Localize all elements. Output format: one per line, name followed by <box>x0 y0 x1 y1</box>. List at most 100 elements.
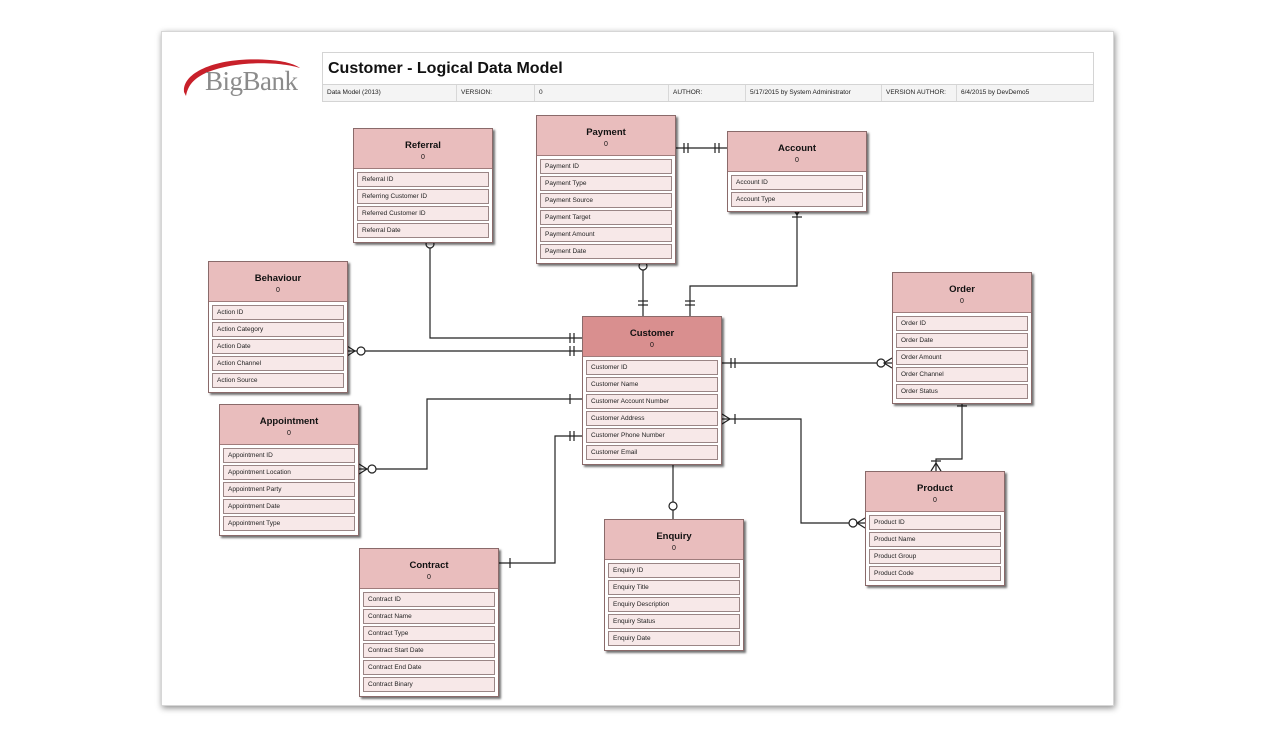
attribute-row[interactable]: Payment Date <box>540 244 672 259</box>
attribute-row[interactable]: Order ID <box>896 316 1028 331</box>
attribute-row[interactable]: Action ID <box>212 305 344 320</box>
meta-version-label: VERSION: <box>457 85 535 101</box>
attribute-row[interactable]: Contract End Date <box>363 660 495 675</box>
entity-count: 0 <box>287 430 291 437</box>
attribute-row[interactable]: Enquiry Description <box>608 597 740 612</box>
attribute-row[interactable]: Payment Source <box>540 193 672 208</box>
attribute-row[interactable]: Contract ID <box>363 592 495 607</box>
attribute-row[interactable]: Account Type <box>731 192 863 207</box>
attribute-row[interactable]: Action Category <box>212 322 344 337</box>
attribute-row[interactable]: Customer Email <box>586 445 718 460</box>
entity-header: Account 0 <box>728 132 866 172</box>
crows-foot <box>346 345 357 357</box>
entity-name: Appointment <box>259 416 319 427</box>
entity-count: 0 <box>421 154 425 161</box>
attribute-row[interactable]: Product Code <box>869 566 1001 581</box>
attribute-row[interactable]: Contract Name <box>363 609 495 624</box>
entity-name: Account <box>778 143 816 154</box>
attribute-row[interactable]: Product Group <box>869 549 1001 564</box>
attribute-row[interactable]: Appointment Date <box>223 499 355 514</box>
entity-count: 0 <box>650 342 654 349</box>
attribute-row[interactable]: Contract Start Date <box>363 643 495 658</box>
attribute-row[interactable]: Product Name <box>869 532 1001 547</box>
attribute-row[interactable]: Contract Binary <box>363 677 495 692</box>
meta-author-label: AUTHOR: <box>669 85 746 101</box>
attribute-row[interactable]: Product ID <box>869 515 1001 530</box>
entity-count: 0 <box>933 497 937 504</box>
attribute-row[interactable]: Customer Name <box>586 377 718 392</box>
attribute-row[interactable]: Referral ID <box>357 172 489 187</box>
bigbank-logo-swoosh <box>183 59 300 96</box>
attribute-row[interactable]: Action Source <box>212 373 344 388</box>
entity-count: 0 <box>672 545 676 552</box>
attribute-row[interactable]: Payment ID <box>540 159 672 174</box>
attribute-row[interactable]: Payment Target <box>540 210 672 225</box>
entity-name: Order <box>949 284 975 295</box>
attribute-row[interactable]: Enquiry Status <box>608 614 740 629</box>
logo-wordmark: BigBank <box>205 66 298 96</box>
entity-count: 0 <box>427 574 431 581</box>
attribute-row[interactable]: Referred Customer ID <box>357 206 489 221</box>
cardinality-circle <box>367 464 377 474</box>
meta-author-value: 5/17/2015 by System Administrator <box>746 85 882 101</box>
relationship-line <box>429 233 583 339</box>
attribute-row[interactable]: Customer Address <box>586 411 718 426</box>
meta-model: Data Model (2013) <box>323 85 457 101</box>
attribute-row[interactable]: Enquiry Date <box>608 631 740 646</box>
attribute-row[interactable]: Action Channel <box>212 356 344 371</box>
attribute-row[interactable]: Appointment Location <box>223 465 355 480</box>
relationship-line <box>689 207 798 316</box>
cardinality-circle <box>668 501 678 511</box>
attribute-row[interactable]: Order Channel <box>896 367 1028 382</box>
attribute-row[interactable]: Appointment ID <box>223 448 355 463</box>
relationship-line <box>359 398 583 470</box>
attribute-row[interactable]: Appointment Type <box>223 516 355 531</box>
attribute-list: Account ID Account Type <box>728 172 866 211</box>
attribute-row[interactable]: Enquiry ID <box>608 563 740 578</box>
attribute-row[interactable]: Customer Account Number <box>586 394 718 409</box>
attribute-row[interactable]: Payment Type <box>540 176 672 191</box>
attribute-row[interactable]: Account ID <box>731 175 863 190</box>
entity-count: 0 <box>604 141 608 148</box>
entity-header: Appointment 0 <box>220 405 358 445</box>
attribute-row[interactable]: Order Amount <box>896 350 1028 365</box>
attribute-row[interactable]: Customer ID <box>586 360 718 375</box>
entity-count: 0 <box>795 157 799 164</box>
cardinality-circle <box>848 518 858 528</box>
attribute-row[interactable]: Customer Phone Number <box>586 428 718 443</box>
attribute-row[interactable]: Referring Customer ID <box>357 189 489 204</box>
attribute-row[interactable]: Enquiry Title <box>608 580 740 595</box>
attribute-row[interactable]: Appointment Party <box>223 482 355 497</box>
attribute-row[interactable]: Referral Date <box>357 223 489 238</box>
relationship-line <box>935 395 963 471</box>
attribute-row[interactable]: Action Date <box>212 339 344 354</box>
attribute-row[interactable]: Order Date <box>896 333 1028 348</box>
crows-foot <box>358 463 369 475</box>
attribute-row[interactable]: Order Status <box>896 384 1028 399</box>
entity-name: Enquiry <box>656 531 692 542</box>
entity-header: Enquiry 0 <box>605 520 743 560</box>
attribute-row[interactable]: Payment Amount <box>540 227 672 242</box>
page-title: Customer - Logical Data Model <box>328 60 563 77</box>
attribute-row[interactable]: Contract Type <box>363 626 495 641</box>
